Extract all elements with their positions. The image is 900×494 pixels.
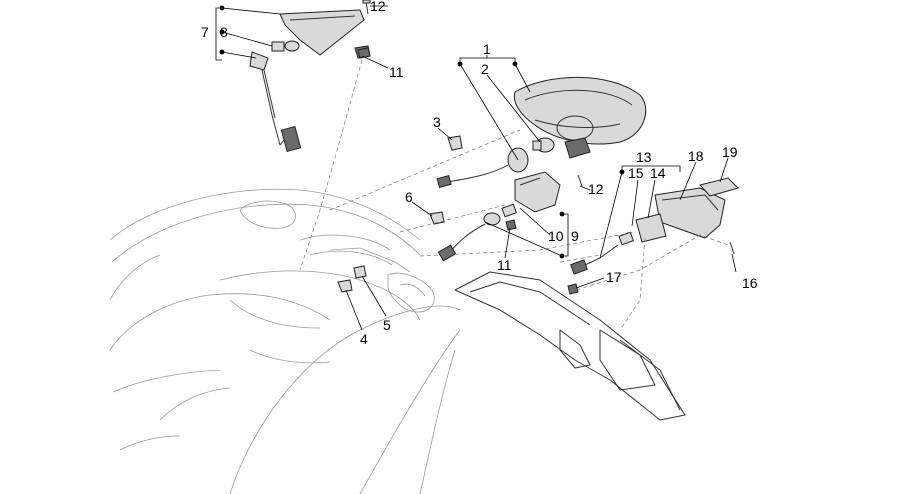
callout-8: 8 [220,24,228,40]
screw-12-top [362,0,371,15]
license-lamp-bracket-14 [635,213,667,243]
turn-signal-rear-socket-cable [437,203,517,262]
license-lens-19 [699,177,739,197]
callout-4: 4 [360,331,368,347]
assembly-dashed-lines [299,59,729,331]
license-plate-light-housing [654,187,726,239]
callout-14: 14 [650,165,666,181]
callout-12-right: 12 [588,181,604,197]
callout-13: 13 [636,149,652,165]
clip-4 [337,279,353,293]
clip-6 [429,211,445,225]
callout-3: 3 [433,114,441,130]
callout-1: 1 [483,41,491,57]
reference-dots [219,5,625,259]
turn-signal-socket-cable [249,51,302,153]
callout-18: 18 [688,148,704,164]
callout-6: 6 [405,189,413,205]
scooter-rear-body [109,188,461,494]
callout-12-top: 12 [370,0,386,14]
callout-9: 9 [571,228,579,244]
license-bulb-socket-15 [570,231,634,275]
nut-11-lower [505,219,517,231]
callout-19: 19 [722,144,738,160]
turn-signal-rear [514,171,561,213]
screw-12-right [577,174,583,187]
nut-11-top [357,47,371,59]
callout-5: 5 [383,317,391,333]
callout-16: 16 [742,275,758,291]
callout-2: 2 [481,61,489,77]
callout-17: 17 [606,269,622,285]
license-plate-holder [454,271,686,421]
leader-lines [215,5,737,331]
tail-light-housing [513,76,647,159]
callout-7: 7 [201,24,209,40]
tail-bulb [532,137,555,153]
callout-10: 10 [548,228,564,244]
callout-15: 15 [628,165,644,181]
callout-labels: 1 2 3 4 5 6 7 8 9 10 11 11 12 12 13 14 1… [201,0,758,347]
screw-16 [729,241,735,255]
callout-11-lower: 11 [497,257,512,273]
turn-signal-bulb-8 [271,40,300,52]
clip-5 [353,265,367,279]
nut-17 [567,283,579,295]
callout-11-top: 11 [389,64,404,80]
